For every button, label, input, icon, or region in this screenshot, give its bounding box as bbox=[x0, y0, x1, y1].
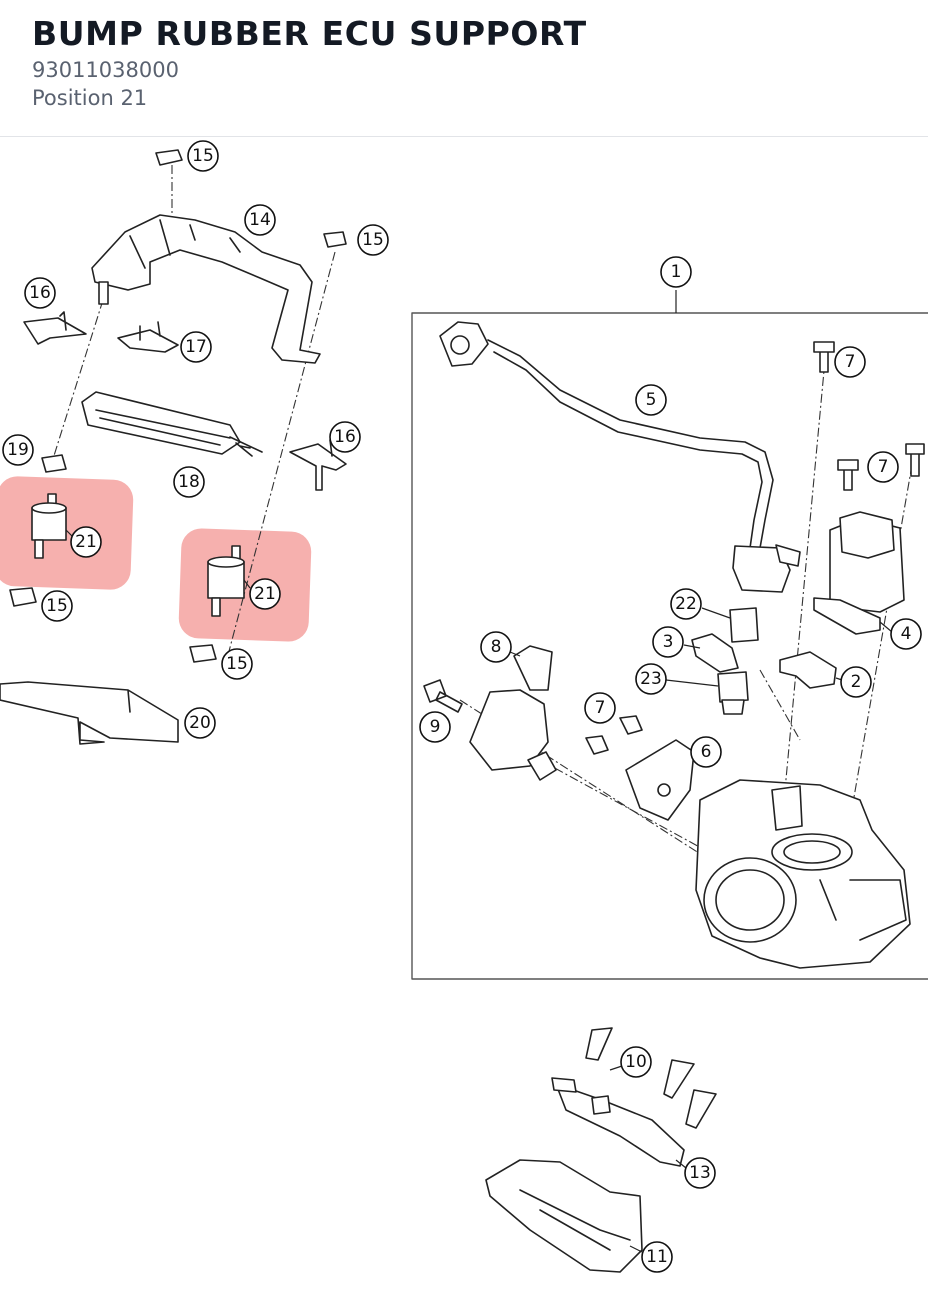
svg-text:7: 7 bbox=[845, 352, 856, 372]
intake-boot-11 bbox=[485, 1159, 643, 1273]
svg-text:4: 4 bbox=[901, 624, 912, 644]
callout-16-left[interactable]: 16 bbox=[24, 277, 56, 309]
svg-text:20: 20 bbox=[189, 713, 211, 733]
svg-text:23: 23 bbox=[640, 669, 662, 689]
clip-16-left bbox=[23, 311, 87, 345]
injector-assembly bbox=[691, 607, 759, 715]
callout-3[interactable]: 3 bbox=[652, 626, 684, 658]
plate-6 bbox=[625, 739, 695, 821]
svg-text:15: 15 bbox=[362, 230, 384, 250]
screw-9 bbox=[423, 679, 463, 713]
part-header: BUMP RUBBER ECU SUPPORT 93011038000 Posi… bbox=[0, 0, 928, 137]
throttle-body bbox=[695, 779, 911, 969]
svg-text:11: 11 bbox=[646, 1247, 668, 1267]
callout-21-left[interactable]: 21 bbox=[70, 526, 102, 558]
svg-text:6: 6 bbox=[701, 742, 712, 762]
plate-20 bbox=[0, 681, 179, 745]
callout-23[interactable]: 23 bbox=[635, 663, 667, 695]
svg-text:18: 18 bbox=[178, 472, 200, 492]
nut-19 bbox=[41, 454, 67, 473]
callout-13[interactable]: 13 bbox=[684, 1157, 716, 1189]
svg-text:7: 7 bbox=[595, 698, 606, 718]
svg-text:22: 22 bbox=[675, 594, 697, 614]
assembly-frame bbox=[411, 312, 928, 980]
callout-5[interactable]: 5 bbox=[635, 384, 667, 416]
part-position: Position 21 bbox=[32, 86, 148, 110]
svg-text:9: 9 bbox=[430, 717, 441, 737]
svg-text:19: 19 bbox=[7, 440, 29, 460]
callout-15-right-lower[interactable]: 15 bbox=[221, 648, 253, 680]
svg-text:15: 15 bbox=[226, 654, 248, 674]
ecu-unit bbox=[81, 391, 263, 457]
bolts-7 bbox=[585, 341, 925, 755]
callout-21-right[interactable]: 21 bbox=[249, 578, 281, 610]
nut-15-left bbox=[9, 587, 37, 607]
nut-top bbox=[155, 149, 347, 248]
callout-19[interactable]: 19 bbox=[2, 434, 34, 466]
callout-2[interactable]: 2 bbox=[840, 666, 872, 698]
callout-22[interactable]: 22 bbox=[670, 588, 702, 620]
callout-7-top[interactable]: 7 bbox=[834, 346, 866, 378]
sensor-8 bbox=[469, 645, 557, 781]
svg-text:3: 3 bbox=[663, 632, 674, 652]
part-number: 93011038000 bbox=[32, 58, 179, 82]
screws-10 bbox=[585, 1027, 717, 1129]
part-title: BUMP RUBBER ECU SUPPORT bbox=[32, 14, 587, 53]
callout-10[interactable]: 10 bbox=[620, 1046, 652, 1078]
svg-text:21: 21 bbox=[75, 532, 97, 552]
bump-rubber-left bbox=[31, 493, 67, 559]
svg-text:14: 14 bbox=[249, 210, 271, 230]
svg-text:16: 16 bbox=[29, 283, 51, 303]
callout-7-lower[interactable]: 7 bbox=[584, 692, 616, 724]
hose-5 bbox=[439, 321, 801, 593]
svg-text:13: 13 bbox=[689, 1163, 711, 1183]
callout-4[interactable]: 4 bbox=[890, 618, 922, 650]
callout-14[interactable]: 14 bbox=[244, 204, 276, 236]
svg-text:5: 5 bbox=[646, 390, 657, 410]
svg-text:10: 10 bbox=[625, 1052, 647, 1072]
clamp-13 bbox=[551, 1077, 685, 1167]
callout-11[interactable]: 11 bbox=[641, 1241, 673, 1273]
exploded-parts-diagram[interactable]: 15 14 15 16 17 16 19 18 21 21 15 15 20 1… bbox=[0, 138, 928, 1290]
ecu-bracket bbox=[91, 214, 321, 364]
callout-15-top[interactable]: 15 bbox=[187, 140, 219, 172]
bump-rubber-right bbox=[207, 545, 245, 617]
nut-15-right bbox=[189, 644, 217, 663]
callout-9[interactable]: 9 bbox=[419, 711, 451, 743]
callout-18[interactable]: 18 bbox=[173, 466, 205, 498]
callout-15-upper-right[interactable]: 15 bbox=[357, 224, 389, 256]
svg-text:7: 7 bbox=[878, 457, 889, 477]
svg-text:1: 1 bbox=[671, 262, 682, 282]
callout-16-right[interactable]: 16 bbox=[329, 421, 361, 453]
callout-20[interactable]: 20 bbox=[184, 707, 216, 739]
highlight-bump-rubber-left[interactable] bbox=[0, 476, 134, 591]
svg-text:15: 15 bbox=[192, 146, 214, 166]
callout-17[interactable]: 17 bbox=[180, 331, 212, 363]
clip-2 bbox=[779, 651, 837, 689]
svg-text:2: 2 bbox=[851, 672, 862, 692]
callout-6[interactable]: 6 bbox=[690, 736, 722, 768]
svg-text:17: 17 bbox=[185, 337, 207, 357]
svg-text:8: 8 bbox=[491, 637, 502, 657]
callout-1[interactable]: 1 bbox=[660, 256, 692, 288]
callout-7-right[interactable]: 7 bbox=[867, 451, 899, 483]
svg-text:15: 15 bbox=[46, 596, 68, 616]
sensor-4 bbox=[813, 511, 905, 635]
svg-text:21: 21 bbox=[254, 584, 276, 604]
callout-15-left-lower[interactable]: 15 bbox=[41, 590, 73, 622]
clip-17 bbox=[117, 321, 179, 353]
callout-8[interactable]: 8 bbox=[480, 631, 512, 663]
highlight-bump-rubber-right[interactable] bbox=[178, 528, 312, 642]
svg-text:16: 16 bbox=[334, 427, 356, 447]
